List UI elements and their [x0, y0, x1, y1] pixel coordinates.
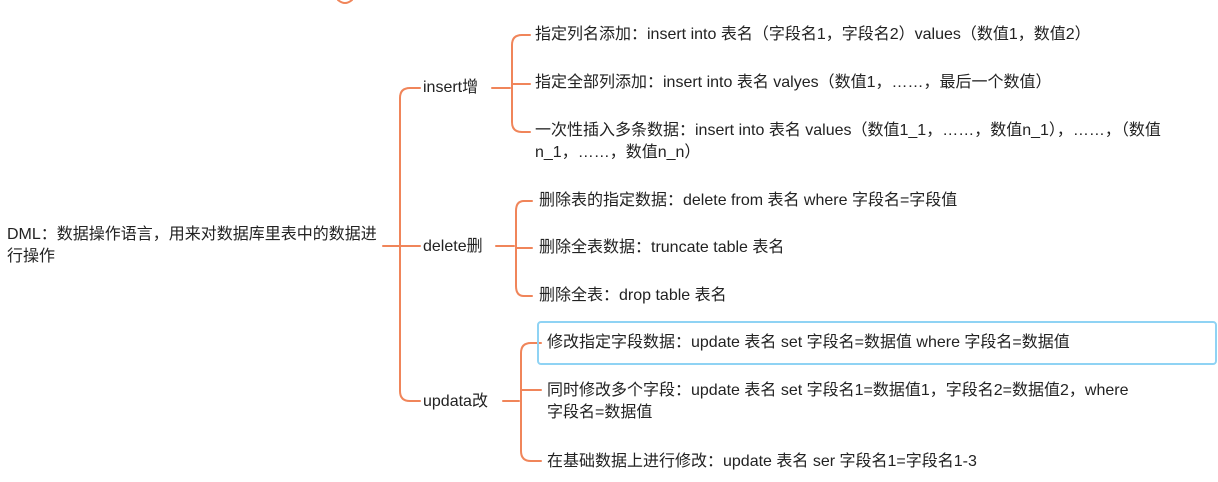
- update-item-2-label: 同时修改多个字段：update 表名 set 字段名1=数据值1，字段名2=数据…: [547, 382, 1129, 421]
- delete-item-1[interactable]: 删除表的指定数据：delete from 表名 where 字段名=字段值: [539, 190, 957, 212]
- update-item-1[interactable]: 修改指定字段数据：update 表名 set 字段名=数据值 where 字段名…: [537, 321, 1217, 365]
- branch-insert-label: insert增: [423, 79, 479, 96]
- update-item-1-label: 修改指定字段数据：update 表名 set 字段名=数据值 where 字段名…: [547, 334, 1070, 351]
- branch-insert[interactable]: insert增: [423, 77, 478, 99]
- delete-item-3-label: 删除全表：drop table 表名: [539, 287, 727, 304]
- connector-update-bracket: [520, 342, 532, 462]
- update-item-3[interactable]: 在基础数据上进行修改：update 表名 ser 字段名1=字段名1-3: [547, 451, 977, 473]
- update-item-3-label: 在基础数据上进行修改：update 表名 ser 字段名1=字段名1-3: [547, 453, 977, 470]
- insert-item-3-label: 一次性插入多条数据：insert into 表名 values（数值1_1，………: [535, 122, 1161, 161]
- branch-update[interactable]: updata改: [423, 391, 488, 413]
- insert-item-2[interactable]: 指定全部列添加：insert into 表名 valyes（数值1，……，最后一…: [535, 72, 1052, 94]
- insert-item-2-label: 指定全部列添加：insert into 表名 valyes（数值1，……，最后一…: [535, 74, 1052, 91]
- delete-item-2[interactable]: 删除全表数据：truncate table 表名: [539, 237, 784, 259]
- insert-item-1[interactable]: 指定列名添加：insert into 表名（字段名1，字段名2）values（数…: [535, 24, 1091, 46]
- insert-item-3[interactable]: 一次性插入多条数据：insert into 表名 values（数值1_1，………: [535, 120, 1195, 164]
- insert-item-1-label: 指定列名添加：insert into 表名（字段名1，字段名2）values（数…: [535, 26, 1091, 43]
- root-topic-label: DML：数据操作语言，用来对数据库里表中的数据进行操作: [7, 226, 377, 265]
- delete-item-2-label: 删除全表数据：truncate table 表名: [539, 239, 785, 256]
- delete-item-1-label: 删除表的指定数据：delete from 表名 where 字段名=字段值: [539, 192, 958, 209]
- delete-item-3[interactable]: 删除全表：drop table 表名: [539, 285, 727, 307]
- branch-delete-label: delete删: [423, 238, 483, 255]
- branch-delete[interactable]: delete删: [423, 236, 483, 258]
- root-topic[interactable]: DML：数据操作语言，用来对数据库里表中的数据进行操作: [7, 224, 383, 268]
- connector-top-stub: [337, 0, 353, 4]
- connector-root-bracket: [399, 87, 411, 402]
- branch-update-label: updata改: [423, 393, 488, 410]
- update-item-2[interactable]: 同时修改多个字段：update 表名 set 字段名1=数据值1，字段名2=数据…: [547, 380, 1147, 424]
